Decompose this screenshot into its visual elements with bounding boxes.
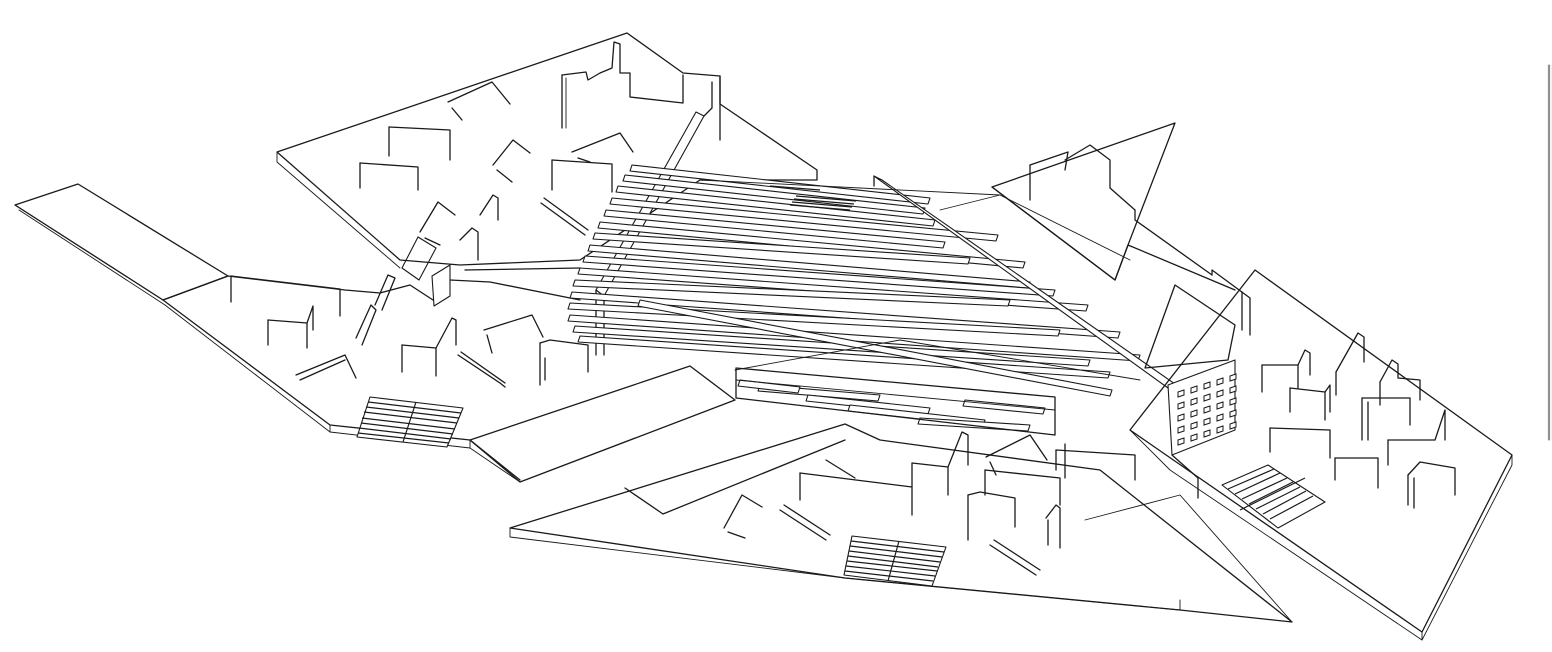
canopy-slat <box>592 232 971 265</box>
floor-grate-left <box>356 396 464 448</box>
perforation-hole <box>1216 413 1224 422</box>
perforation-hole <box>1190 397 1198 406</box>
canopy-floor-lines <box>699 179 1141 381</box>
perforation-hole <box>1177 389 1185 398</box>
upper-platform <box>276 32 818 269</box>
canopy-slat <box>572 325 1091 367</box>
perforation-hole <box>1229 373 1237 382</box>
perforation-hole <box>1203 393 1211 402</box>
canopy-slat <box>737 379 801 394</box>
perforation-hole <box>1216 401 1224 410</box>
connector-hinge <box>379 236 581 307</box>
perforation-hole <box>1177 437 1185 446</box>
perforation-hole <box>1190 409 1198 418</box>
lower-middle-walls <box>723 431 1136 576</box>
canopy-slat <box>622 174 926 215</box>
perforation-hole <box>1177 413 1185 422</box>
floor-grate-right <box>1221 464 1326 529</box>
perforation-hole <box>1177 401 1185 410</box>
floor-grate-middle <box>843 535 947 587</box>
right-edge-strip <box>1547 65 1552 440</box>
canopy-slat <box>629 164 931 205</box>
perforation-hole <box>1190 385 1198 394</box>
lower-middle-platform <box>509 367 1293 623</box>
perforation-hole <box>1229 397 1237 406</box>
canopy-slat <box>917 417 1031 432</box>
perforation-hole <box>1190 433 1198 442</box>
perforation-hole <box>1229 409 1237 418</box>
perforation-hole <box>1229 421 1237 430</box>
perforation-hole <box>1177 425 1185 434</box>
perforation-hole <box>1216 425 1224 434</box>
perforation-hole <box>1229 385 1237 394</box>
perforation-hole <box>1203 405 1211 414</box>
central-slat-canopy <box>567 111 1176 432</box>
canopy-slat <box>572 279 1011 307</box>
perforation-hole <box>1216 389 1224 398</box>
canopy-slat <box>637 299 1113 397</box>
canopy-slat <box>582 255 1056 297</box>
perforation-hole <box>1203 429 1211 438</box>
canopy-slat <box>603 209 946 249</box>
left-ramp <box>14 183 229 306</box>
canopy-slat <box>609 197 999 242</box>
left-platform-walls <box>230 274 589 388</box>
right-platform <box>1129 269 1513 641</box>
right-platform-walls <box>1261 332 1456 509</box>
perforated-wall <box>1177 373 1237 446</box>
perforation-hole <box>1203 381 1211 390</box>
perforation-hole <box>1216 377 1224 386</box>
perforation-hole <box>1203 417 1211 426</box>
perforation-hole <box>1190 421 1198 430</box>
